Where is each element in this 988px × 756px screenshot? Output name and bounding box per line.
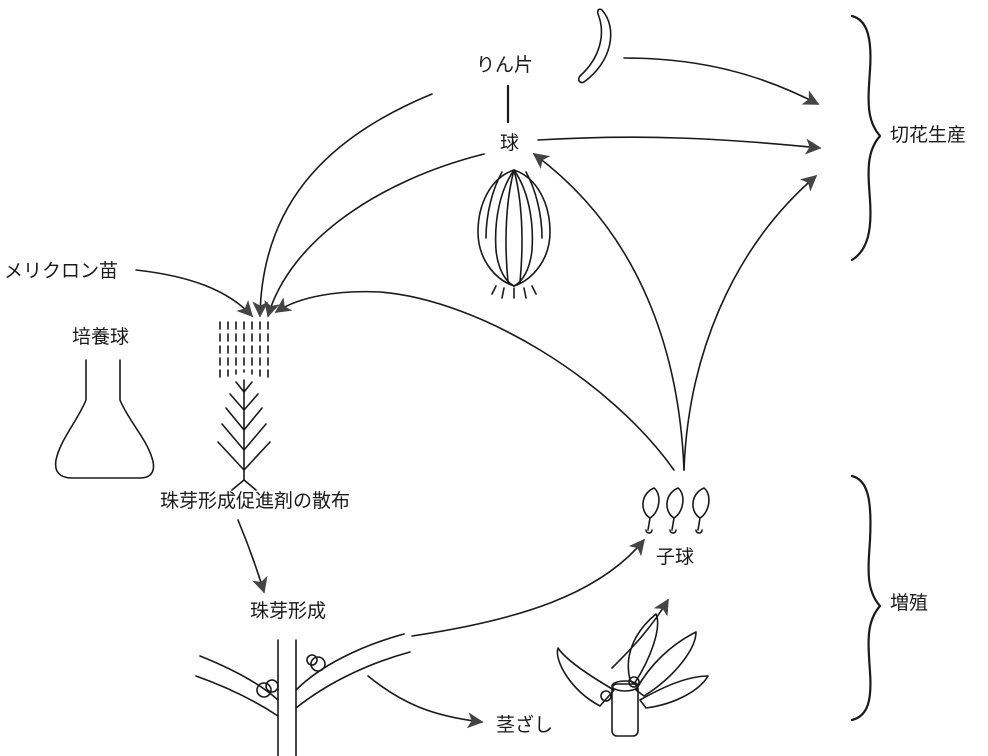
bulblet-label: 子球	[656, 548, 694, 567]
arrow-stem-to-cutting	[368, 676, 482, 722]
meristem-seedling-label: メリクロン苗	[4, 262, 118, 281]
spray-stem-illustration	[218, 380, 270, 490]
arrow-meristem-to-spray	[136, 270, 252, 316]
arrow-bulblet-to-bulb	[534, 154, 684, 470]
propagation-label: 増殖	[890, 594, 928, 613]
arrow-bulb-to-cutflower	[538, 137, 820, 148]
cutting-label: 茎ざし	[496, 716, 553, 735]
bulblets-illustration	[643, 488, 709, 533]
arrow-bulblet-to-spray	[276, 292, 674, 470]
bulb-label: 球	[500, 134, 519, 153]
scale-illustration	[579, 9, 611, 82]
bulbil-formation-label: 珠芽形成	[250, 602, 326, 621]
spray-dashes	[220, 322, 268, 378]
scale-label: りん片	[476, 56, 533, 75]
bulbil-stem-illustration	[196, 634, 410, 756]
arrow-scale-to-spray	[260, 94, 432, 316]
culture-flask-illustration	[56, 360, 154, 478]
cutflower-brace	[852, 16, 880, 260]
culture-bulb-label: 培養球	[72, 328, 129, 347]
bulb-illustration	[478, 170, 550, 298]
cut-flower-production-label: 切花生産	[890, 126, 966, 145]
scale-cutting-illustration	[557, 614, 708, 736]
spray-label: 珠芽形成促進剤の散布	[160, 492, 350, 511]
arrow-stem-to-bulblet	[412, 540, 644, 636]
arrow-spray-to-bulbil	[238, 520, 264, 592]
arrow-bulblet-to-cutflower	[684, 176, 816, 470]
arrow-scale-to-cutflower	[624, 58, 818, 104]
propagation-brace	[852, 476, 880, 720]
